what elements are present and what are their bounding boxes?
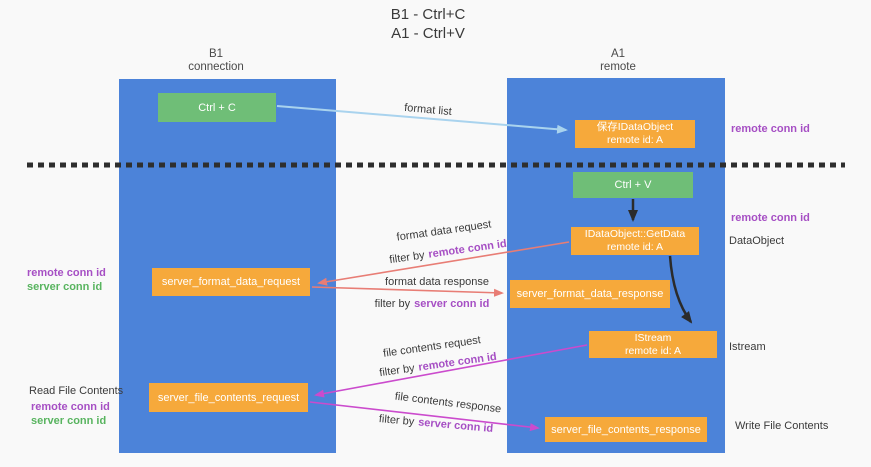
read-file-contents-label: Read File Contents xyxy=(29,385,124,397)
left-format-server-conn-id: server conn id xyxy=(27,281,103,293)
lane-header-a1: A1 remote xyxy=(600,48,636,74)
server-conn-id-key: server conn id xyxy=(417,416,494,435)
right-top-remote-conn-id: remote conn id xyxy=(731,123,810,135)
server-format-data-request-label: server_format_data_request xyxy=(161,276,301,288)
istream-line2: remote id: A xyxy=(624,344,682,357)
diagram-title: B1 - Ctrl+C A1 - Ctrl+V xyxy=(391,5,466,43)
ctrl-c-label: Ctrl + C xyxy=(198,101,236,114)
node-ctrl-v: Ctrl + V xyxy=(573,172,693,198)
lane-header-b1: B1 connection xyxy=(188,48,244,74)
title-line-1: B1 - Ctrl+C xyxy=(390,6,466,23)
remote-conn-id-key: remote conn id xyxy=(427,237,508,261)
node-server-file-contents-request: server_file_contents_request xyxy=(149,383,308,412)
edge-label-file-contents-response: file contents response xyxy=(394,390,502,416)
dataobject-label: DataObject xyxy=(729,235,785,247)
node-server-format-data-request: server_format_data_request xyxy=(152,268,310,296)
lane-a1-subtitle: remote xyxy=(600,61,636,73)
server-file-contents-request-label: server_file_contents_request xyxy=(157,391,300,404)
save-idataobject-line2: remote id: A xyxy=(606,134,664,146)
write-file-contents-label: Write File Contents xyxy=(735,420,829,432)
server-file-contents-response-label: server_file_contents_response xyxy=(551,423,701,436)
save-idataobject-line1: 保存IDataObject xyxy=(596,121,674,133)
ctrl-v-label: Ctrl + V xyxy=(614,179,652,191)
getdata-line2: remote id: A xyxy=(606,241,664,253)
remote-conn-id-key: remote conn id xyxy=(417,350,498,374)
edge-label-format-data-request: format data request xyxy=(395,218,493,244)
node-ctrl-c: Ctrl + C xyxy=(158,93,276,122)
server-conn-id-key: server conn id xyxy=(414,298,490,310)
istream-side-label: Istream xyxy=(729,341,766,353)
server-format-data-response-label: server_format_data_response xyxy=(516,288,664,300)
edge-label-format-data-response: format data response xyxy=(385,276,489,288)
left-format-remote-conn-id: remote conn id xyxy=(27,267,106,279)
left-file-server-conn-id: server conn id xyxy=(31,415,107,427)
filter-by-text: filter by xyxy=(388,249,426,267)
node-server-format-data-response: server_format_data_response xyxy=(510,280,670,308)
edge-label-format-list: format list xyxy=(403,101,453,119)
node-save-idataobject: 保存IDataObject remote id: A xyxy=(575,120,695,148)
right-mid-remote-conn-id: remote conn id xyxy=(731,212,810,224)
node-istream: IStream remote id: A xyxy=(589,331,717,358)
filter-by-text: filter by xyxy=(374,298,411,310)
node-server-file-contents-response: server_file_contents_response xyxy=(545,417,707,442)
lane-b1-name: B1 xyxy=(208,48,224,60)
lane-b1-subtitle: connection xyxy=(188,61,244,73)
getdata-line1: IDataObject::GetData xyxy=(584,228,686,240)
title-line-2: A1 - Ctrl+V xyxy=(391,25,465,42)
node-idataobject-getdata: IDataObject::GetData remote id: A xyxy=(571,227,699,255)
istream-line1: IStream xyxy=(634,331,672,344)
filter-by-text: filter by xyxy=(378,362,416,380)
filter-by-text: filter by xyxy=(378,413,415,429)
lane-a1-name: A1 xyxy=(610,48,626,60)
left-file-remote-conn-id: remote conn id xyxy=(31,401,110,413)
